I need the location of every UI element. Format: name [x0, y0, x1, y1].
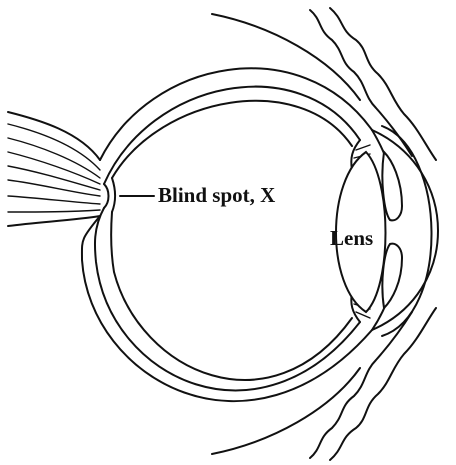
lens-label: Lens [330, 226, 373, 250]
blind-spot-label: Blind spot, X [158, 183, 275, 207]
optic-nerve [8, 112, 100, 226]
blind-spot [104, 178, 115, 212]
retina-layer [95, 87, 360, 391]
eyeball-outline [82, 68, 372, 401]
eyelid-lower [212, 308, 436, 460]
eyelid-upper [212, 8, 436, 160]
